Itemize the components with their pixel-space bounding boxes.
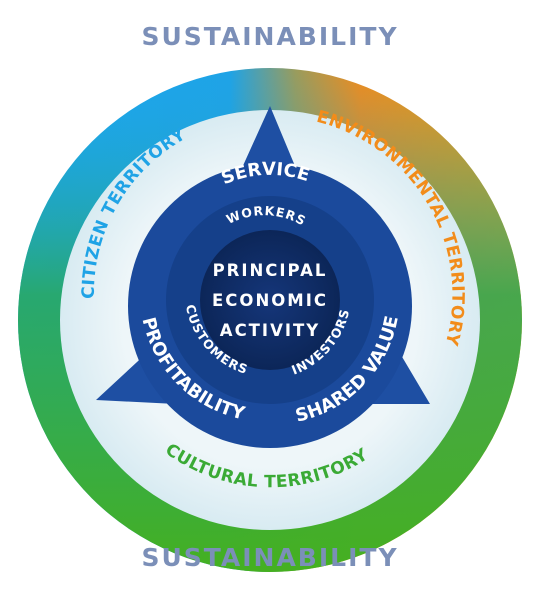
core-line-1: PRINCIPAL [213, 261, 328, 280]
sustainability-bottom-label: SUSTAINABILITY [141, 543, 398, 572]
sustainability-top-label: SUSTAINABILITY [141, 22, 398, 51]
core-line-3: ACTIVITY [220, 321, 320, 340]
core-circle [200, 230, 340, 370]
core-line-2: ECONOMIC [212, 291, 328, 310]
core-text: PRINCIPAL ECONOMIC ACTIVITY [212, 261, 328, 340]
